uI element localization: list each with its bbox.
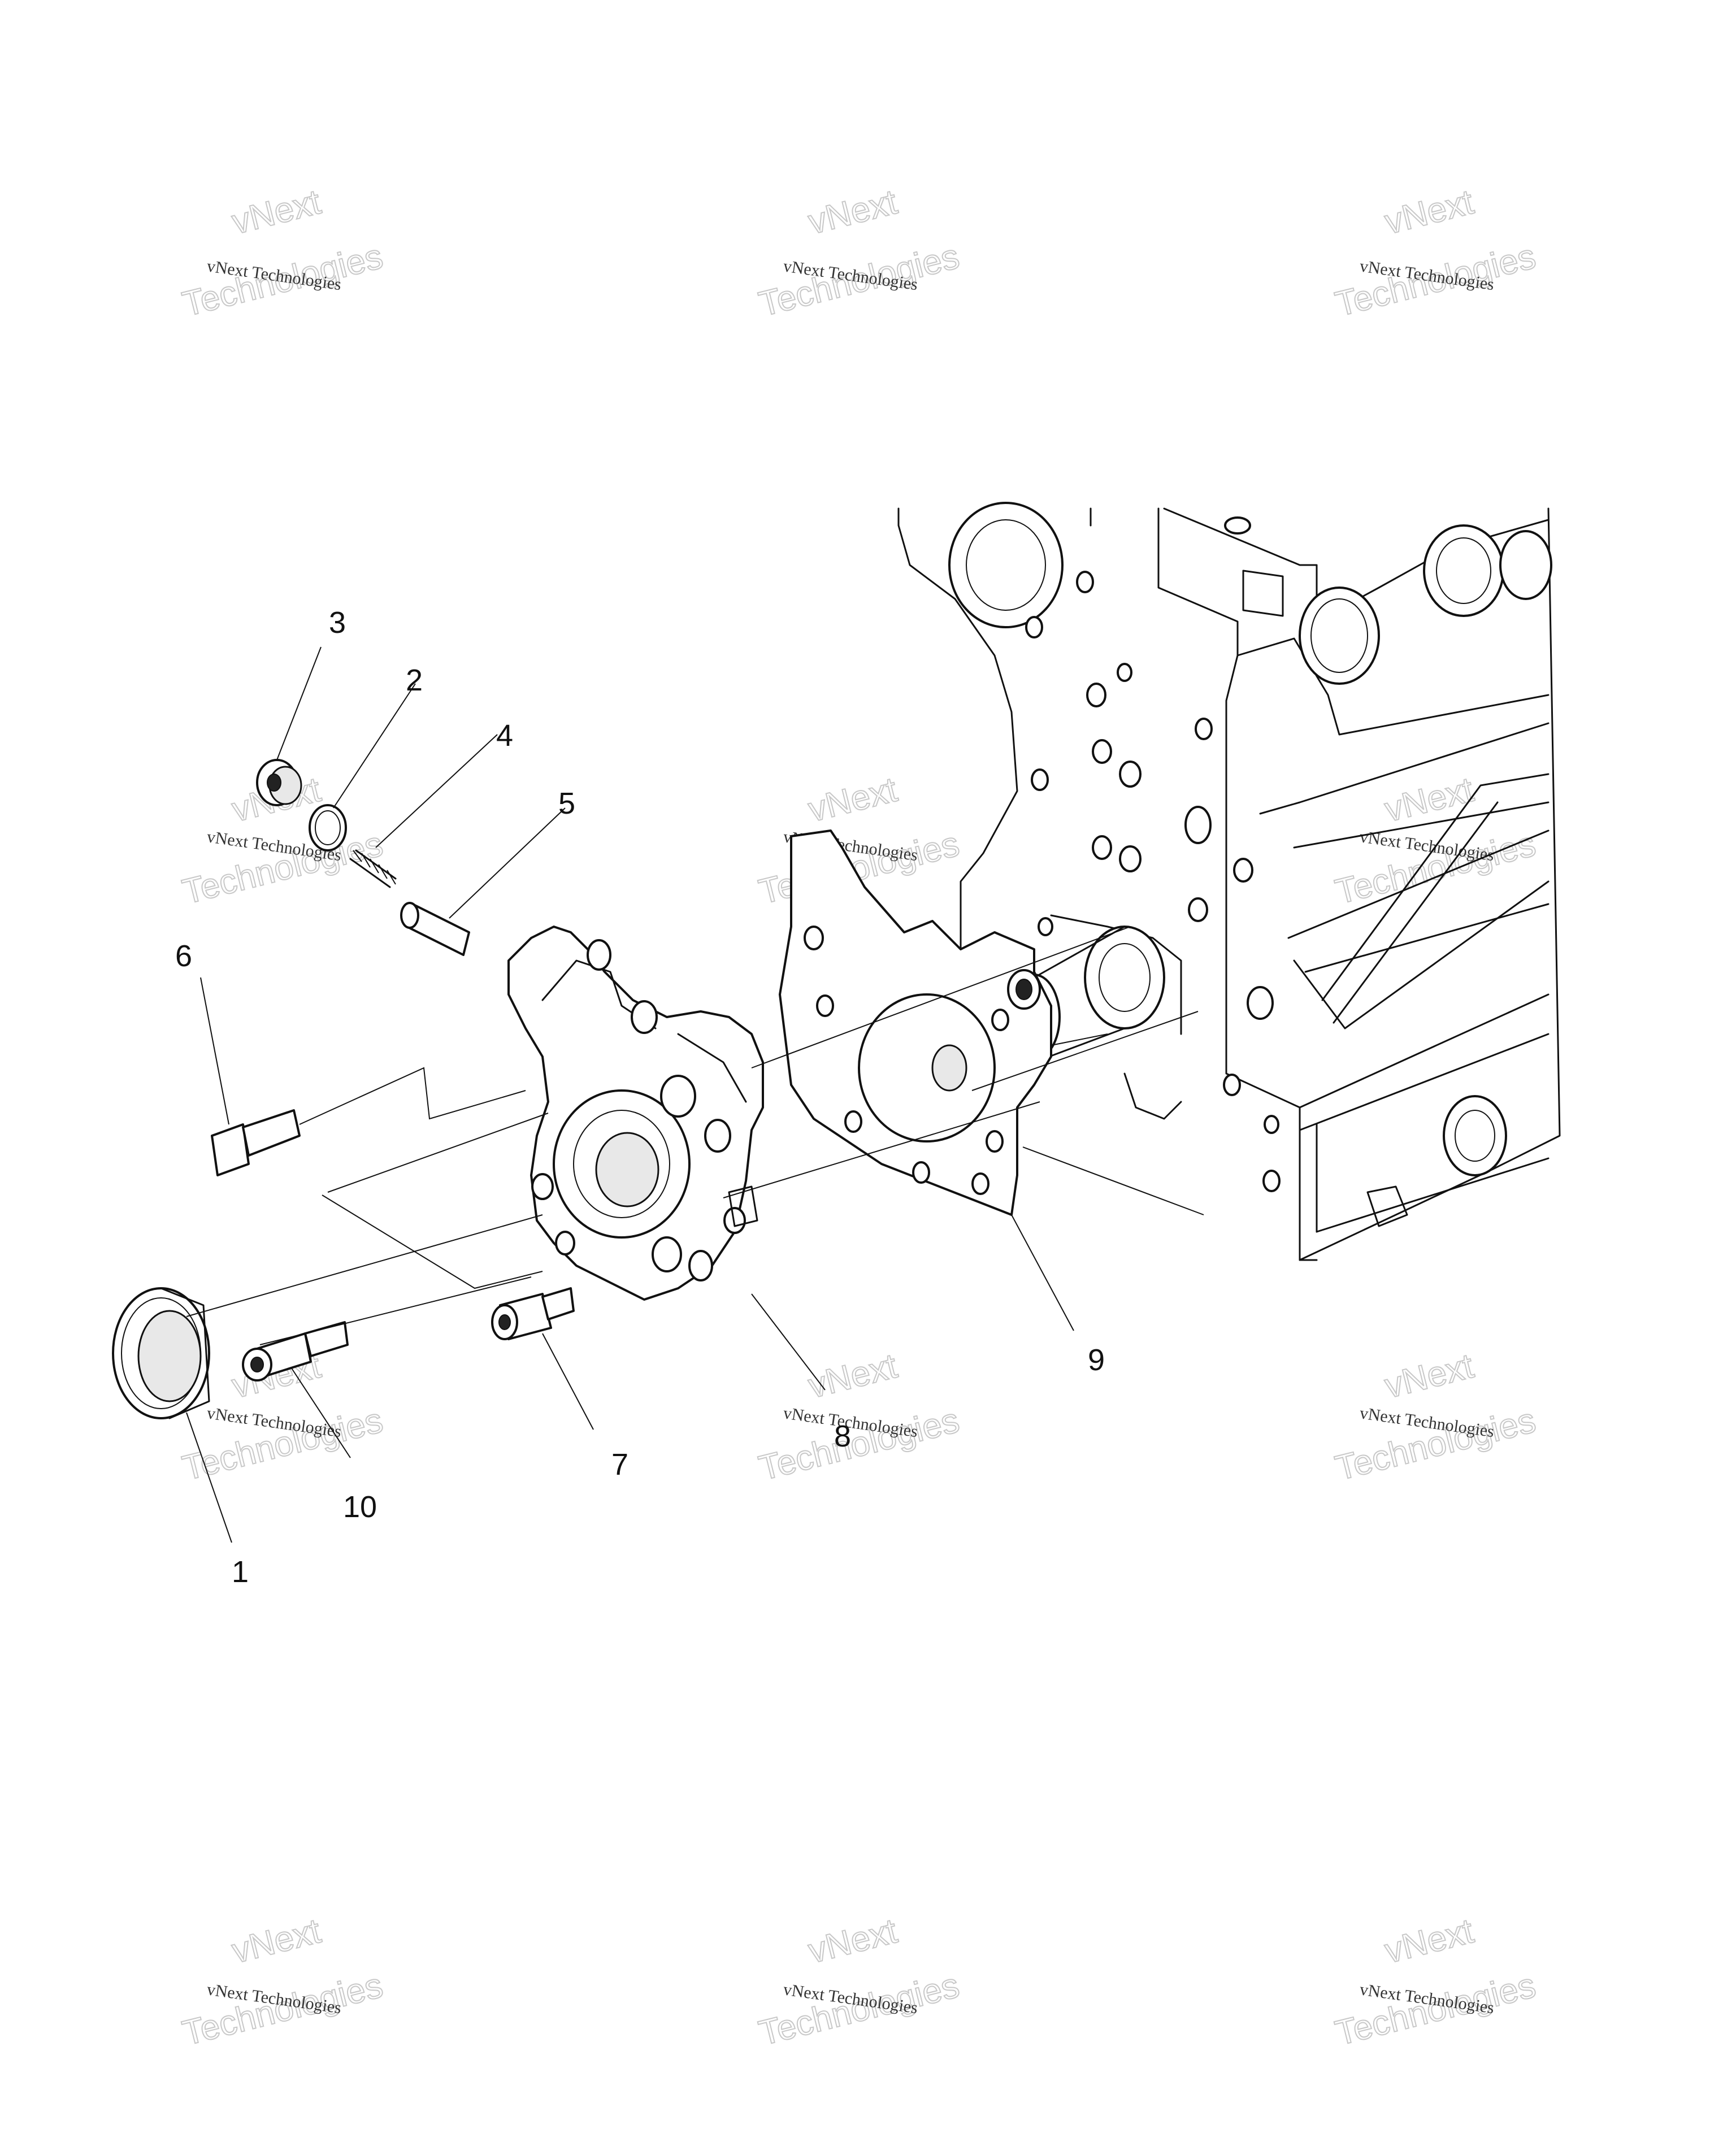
svg-text:vNext: vNext <box>1381 183 1477 242</box>
engine-block <box>1157 507 1561 1261</box>
watermark-bottom-right: vNext Technologies <box>1331 1911 1540 2054</box>
spring <box>349 849 397 888</box>
watermark-low-center: vNext Technologies <box>754 1346 964 1489</box>
gasket <box>779 829 1052 1216</box>
svg-text:vNext: vNext <box>228 183 324 242</box>
callout-1: 1 <box>232 1555 249 1589</box>
block-boss-lower <box>1443 1095 1507 1176</box>
leader-lines <box>186 646 1074 1543</box>
plug <box>256 759 302 806</box>
watermark-top-right: vNext Technologies <box>1331 182 1540 325</box>
callout-7: 7 <box>611 1448 628 1482</box>
front-plate <box>897 502 1142 950</box>
assembly-lines <box>186 926 1204 1345</box>
seal <box>112 1287 210 1419</box>
svg-text:Technologies: Technologies <box>179 1966 387 2053</box>
svg-text:vNext: vNext <box>228 1912 324 1971</box>
callout-3: 3 <box>329 606 346 640</box>
callout-8: 8 <box>834 1419 851 1453</box>
hex-bolt <box>211 1109 301 1176</box>
svg-text:vNext: vNext <box>805 770 901 829</box>
oil-pump-body <box>507 926 764 1301</box>
svg-text:vNext: vNext <box>1381 1346 1477 1406</box>
washer <box>309 804 347 852</box>
svg-text:vNext: vNext <box>1381 1912 1477 1971</box>
svg-text:Technologies: Technologies <box>1331 1966 1539 2053</box>
socket-screw <box>491 1287 575 1340</box>
callout-2: 2 <box>406 663 423 697</box>
svg-text:vNext: vNext <box>1381 770 1477 829</box>
cylinder-bore-left <box>1299 587 1380 685</box>
callout-9: 9 <box>1088 1343 1105 1377</box>
callout-10: 10 <box>343 1490 377 1524</box>
callout-6: 6 <box>175 939 192 973</box>
callout-4: 4 <box>496 719 513 753</box>
callout-5: 5 <box>558 787 575 820</box>
watermark-bottom-left: vNext Technologies <box>178 1911 387 2054</box>
svg-text:Technologies: Technologies <box>755 1966 963 2053</box>
watermark-bottom-center: vNext Technologies <box>754 1911 964 2054</box>
svg-text:vNext: vNext <box>805 183 901 242</box>
pin <box>400 902 470 956</box>
bolt <box>242 1321 349 1382</box>
svg-text:vNext: vNext <box>805 1912 901 1971</box>
svg-text:vNext: vNext <box>805 1346 901 1406</box>
watermark-low-right: vNext Technologies <box>1331 1346 1540 1489</box>
watermark-top-center: vNext Technologies <box>754 182 964 325</box>
watermark-top-left: vNext Technologies <box>178 182 387 325</box>
